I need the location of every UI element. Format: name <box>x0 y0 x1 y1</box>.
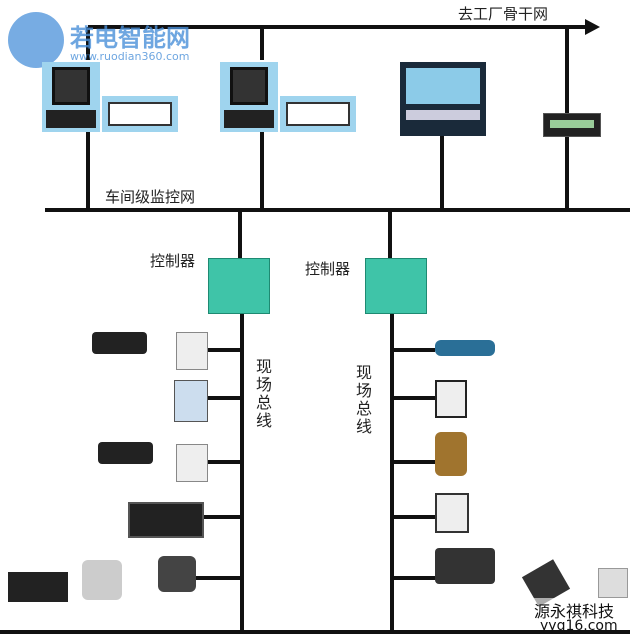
backbone-label: 去工厂骨干网 <box>458 5 549 23</box>
fieldbus-1-label: 现场总线 <box>253 358 272 430</box>
transmitter-1 <box>435 380 467 418</box>
motor-2 <box>98 442 153 464</box>
control-valve <box>435 432 467 476</box>
keypad-device <box>174 380 208 422</box>
transmitter-2 <box>435 493 469 533</box>
temperature-sensor <box>435 340 495 356</box>
logo-url: www.ruodian360.com <box>70 50 190 63</box>
fieldbus-2-label: 现场总线 <box>353 364 372 436</box>
controller-2-label: 控制器 <box>305 260 351 278</box>
printer-2 <box>280 96 356 132</box>
drive-2 <box>176 444 208 482</box>
controller-1-label: 控制器 <box>150 252 196 270</box>
logo-name: 若电智能网 <box>70 24 190 52</box>
gateway-device <box>543 113 601 137</box>
printer-1 <box>102 96 178 132</box>
drive-1 <box>176 332 208 370</box>
io-module <box>128 502 204 538</box>
valve-actuator-2 <box>158 556 196 592</box>
controller-1 <box>208 258 270 314</box>
hmi-panel <box>400 62 486 136</box>
controller-2 <box>365 258 427 314</box>
workshop-label: 车间级监控网 <box>105 188 196 206</box>
valve-actuator-1 <box>82 560 122 600</box>
logo-icon <box>8 12 64 68</box>
watermark-name: 源永祺科技 <box>534 598 615 622</box>
arrow-icon <box>585 19 600 35</box>
field-device-a <box>8 572 68 602</box>
workstation-1 <box>42 62 100 132</box>
sensor-small <box>598 568 628 598</box>
workstation-2 <box>220 62 278 132</box>
motor-1 <box>92 332 147 354</box>
watermark-url: yyq16.com <box>540 618 618 634</box>
flow-meter <box>435 548 495 584</box>
